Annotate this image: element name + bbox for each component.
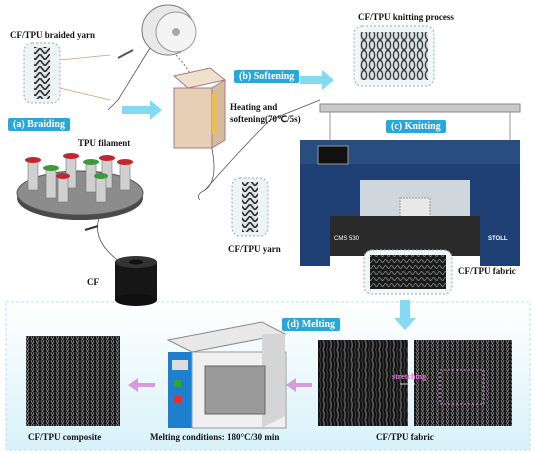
braiding-step-tag: (a) Braiding (8, 118, 70, 131)
cf-tpu-fabric-label-bottom: CF/TPU fabric (376, 432, 434, 442)
knitting-step-tag: (c) Knitting (386, 120, 446, 133)
knitting-process-label: CF/TPU knitting process (358, 12, 454, 22)
carbon-fiber-spool (115, 256, 157, 306)
cf-tpu-fabric-label-top: CF/TPU fabric (458, 266, 516, 276)
heating-label: Heating and (230, 102, 278, 112)
cf-label: CF (87, 277, 99, 287)
melting-oven (166, 321, 287, 429)
composite-label: CF/TPU composite (28, 432, 102, 442)
machine-model-label: CMS 530 (334, 236, 360, 242)
heating-condition-label: softening(70℃/5s) (230, 114, 301, 124)
braiding-machine (16, 153, 144, 220)
melting-step-tag: (d) Melting (282, 318, 341, 331)
braided-yarn-label: CF/TPU braided yarn (10, 30, 96, 40)
melting-conditions-label: Melting conditions: 180°C/30 min (150, 432, 280, 442)
cf-tpu-yarn-label: CF/TPU yarn (228, 244, 281, 254)
knitting-machine (300, 103, 521, 266)
heater-box (172, 67, 227, 149)
softening-step-tag: (b) Softening (234, 70, 300, 83)
machine-brand-label: STOLL (488, 236, 508, 242)
stretching-label: stretching (392, 372, 427, 381)
yarn-spool (141, 4, 197, 56)
tpu-filament-label: TPU filament (78, 138, 131, 148)
